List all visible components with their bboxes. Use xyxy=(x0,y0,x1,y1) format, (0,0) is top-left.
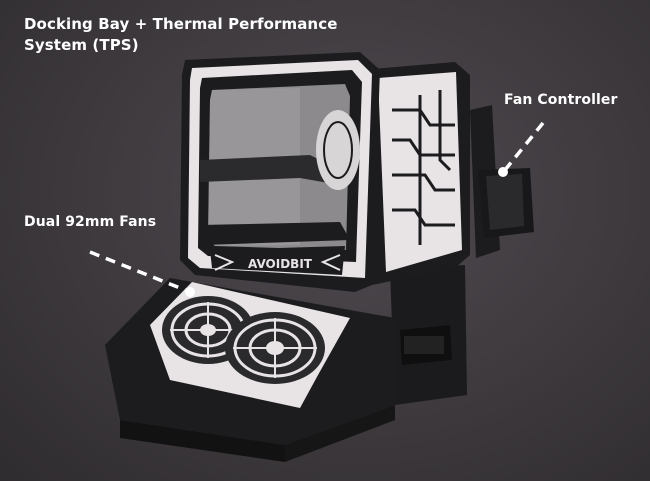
dual-fans-label: Dual 92mm Fans xyxy=(24,214,157,230)
brand-logo-text: AVOIDBIT xyxy=(248,257,313,271)
callout-dual-fans xyxy=(89,250,195,297)
fan-controller-label: Fan Controller xyxy=(504,92,618,108)
page-title: Docking Bay + Thermal Performance System… xyxy=(24,15,338,54)
enclosure xyxy=(180,52,470,292)
callout-fan-controller xyxy=(498,121,545,177)
fan-right xyxy=(225,312,325,384)
fan-tray xyxy=(105,278,395,462)
base-support xyxy=(390,265,467,405)
fan-controller-module xyxy=(470,105,534,258)
